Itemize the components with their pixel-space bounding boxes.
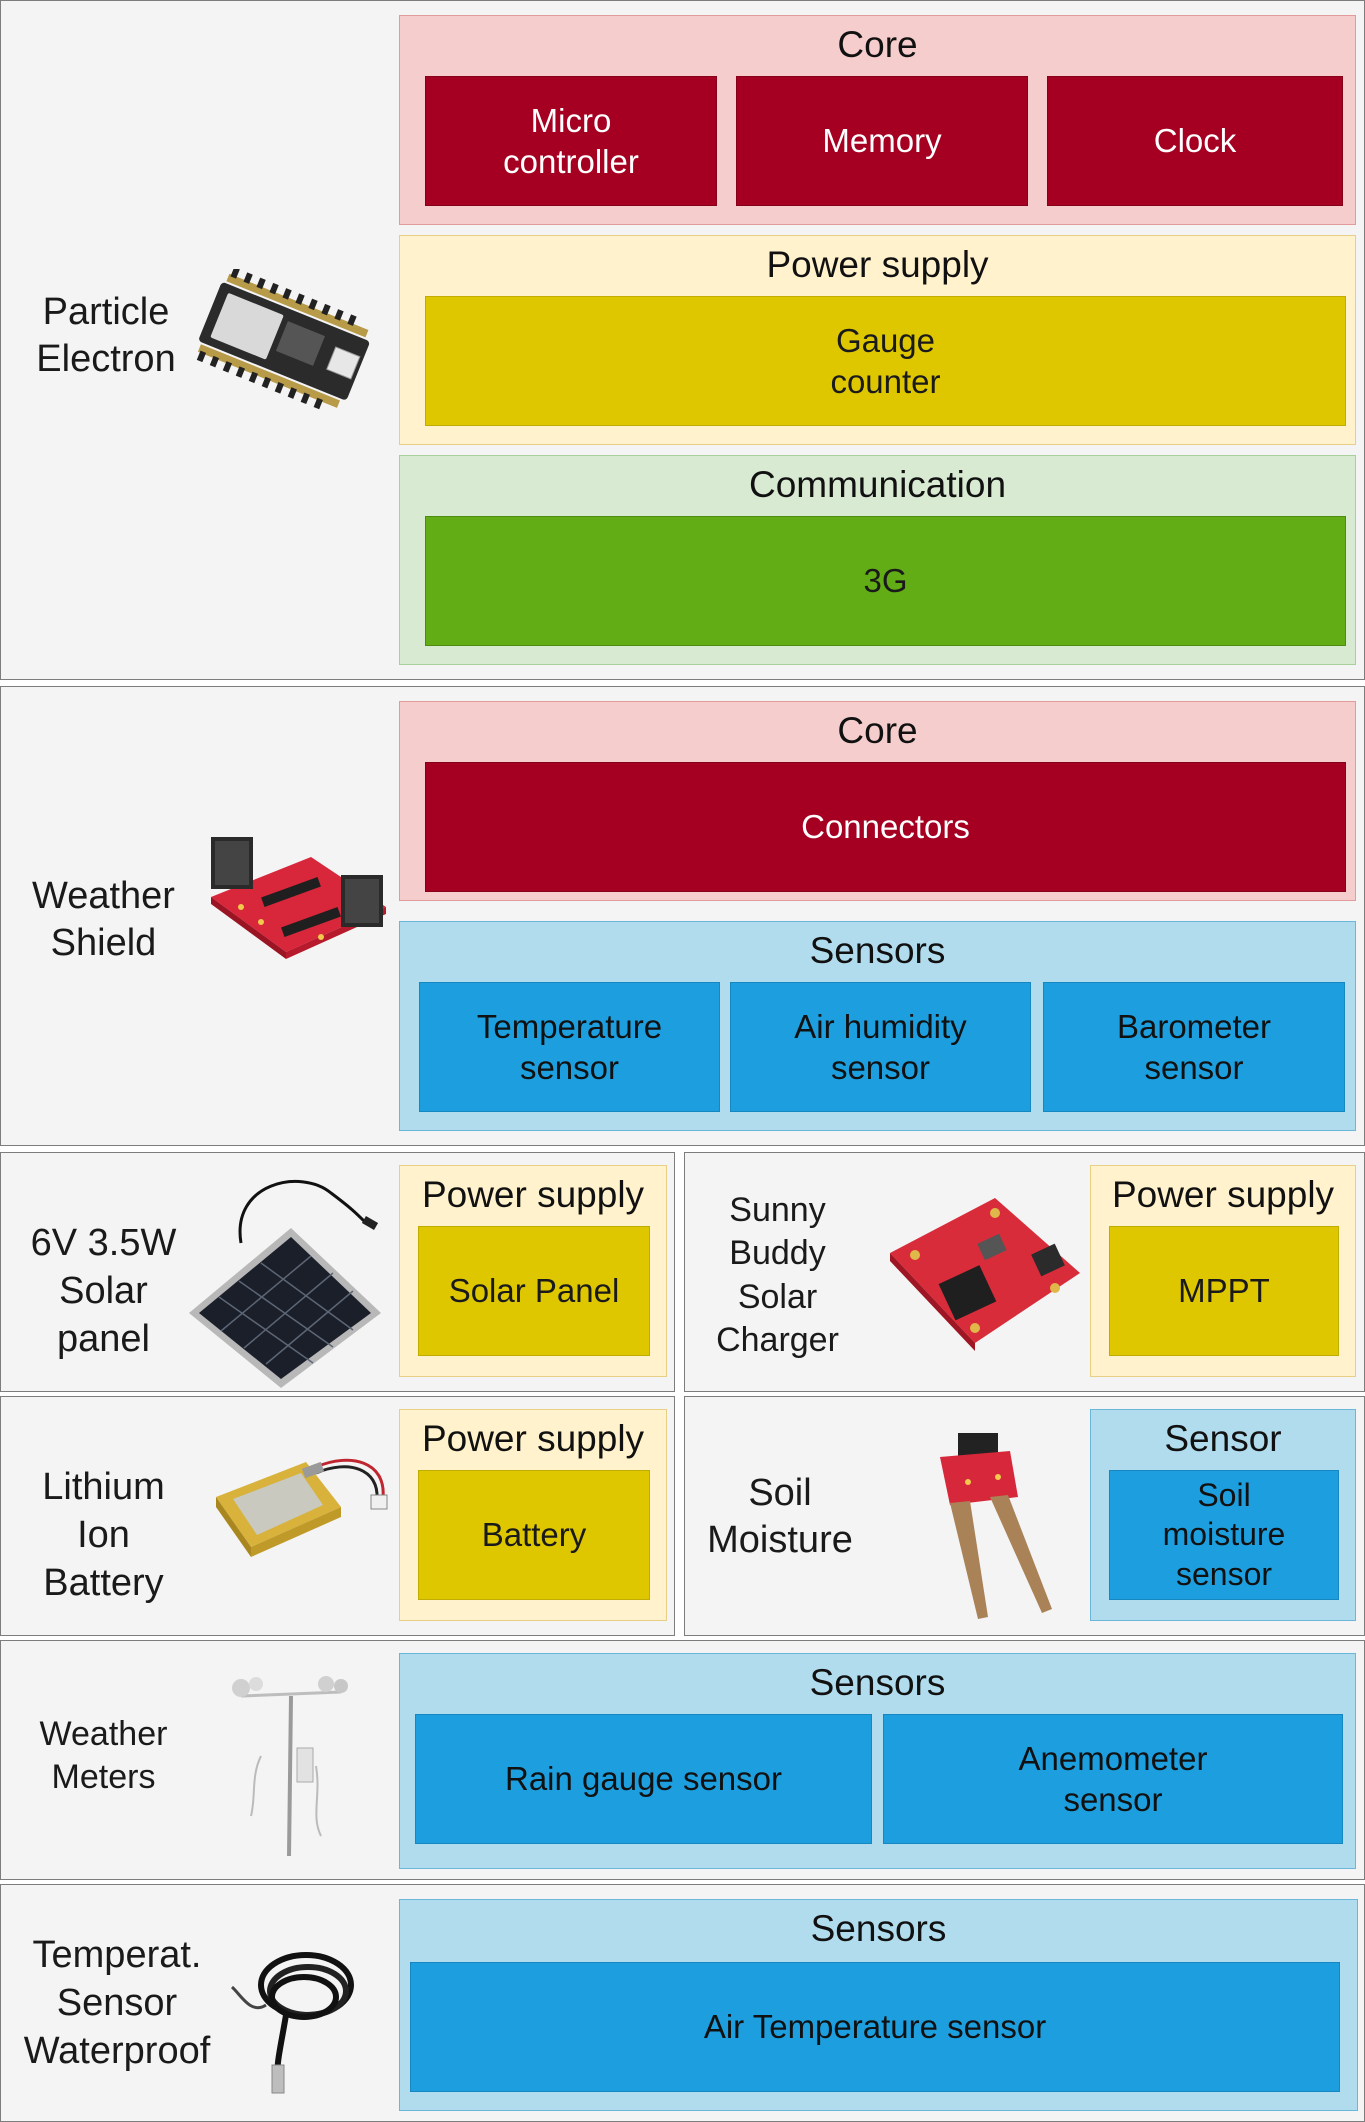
weather-shield-board-icon [211,837,386,959]
core-group-title: Core [837,24,918,65]
weather-shield-panel: Weather Shield Core Connectors Sensors T… [0,686,1365,1146]
rain-gauge-sensor-box: Rain gauge sensor [415,1714,872,1844]
shield-core-group: Core Connectors [399,701,1356,901]
communication-group-title: Communication [748,464,1007,505]
sunny-buddy-board-icon [890,1198,1080,1351]
weather-meters-sensors-title: Sensors [809,1662,946,1703]
3g-box: 3G [425,516,1346,646]
weather-meters-label: Weather Meters [39,1714,168,1796]
clock-box: Clock [1047,76,1343,206]
sunny-buddy-power-supply-group: Power supply MPPT [1090,1165,1356,1377]
soil-moisture-panel: Soil Moisture Sensor Soil moisture senso… [684,1396,1365,1636]
solar-panel-icon [189,1179,381,1388]
connectors-box: Connectors [425,762,1346,892]
soil-moisture-sensor-box: Soil moisture sensor [1109,1470,1339,1600]
battery-box: Battery [418,1470,650,1600]
sunny-buddy-power-supply-title: Power supply [1111,1174,1335,1215]
solar-panel-label: 6V 3.5W Solar panel [30,1221,177,1361]
soil-sensor-group-title: Sensor [1164,1418,1282,1459]
solar-power-supply-group: Power supply Solar Panel [399,1165,667,1377]
shield-sensors-group: Sensors Temperature sensor Air humidity … [399,921,1356,1131]
microcontroller-box: Micro controller [425,76,717,206]
temperature-sensor-panel: Temperat. Sensor Waterproof Sensors Air … [0,1884,1365,2122]
air-temperature-sensor-box: Air Temperature sensor [410,1962,1340,2092]
temperature-sensor-label: Temperat. Sensor Waterproof [23,1933,211,2073]
soil-moisture-probe-icon [940,1433,1052,1619]
barometer-sensor-box: Barometer sensor [1043,982,1345,1112]
memory-box: Memory [736,76,1028,206]
shield-core-group-title: Core [837,710,918,751]
mppt-box: MPPT [1109,1226,1339,1356]
air-humidity-sensor-box: Air humidity sensor [730,982,1031,1112]
particle-electron-label: Particle Electron [36,290,176,381]
anemometer-sensor-box: Anemometer sensor [883,1714,1343,1844]
weather-meters-panel: Weather Meters Sensors Rain gauge sensor… [0,1640,1365,1880]
soil-moisture-label: Soil Moisture [707,1471,853,1562]
solar-panel-panel: 6V 3.5W Solar panel Power supply Solar P… [0,1152,675,1392]
weather-shield-label: Weather Shield [32,874,175,965]
waterproof-temperature-probe-icon [230,1952,354,2094]
temperature-sensor-box: Temperature sensor [419,982,720,1112]
lithium-battery-panel: Lithium Ion Battery Power supply Battery [0,1396,675,1636]
solar-power-supply-title: Power supply [421,1174,645,1215]
sunny-buddy-panel: Sunny Buddy Solar Charger Power supply M… [684,1152,1365,1392]
weather-meters-sensors-group: Sensors Rain gauge sensor Anemometer sen… [399,1653,1356,1869]
core-group: Core Micro controller Memory Clock [399,15,1356,225]
soil-sensor-group: Sensor Soil moisture sensor [1090,1409,1356,1621]
lipo-battery-icon [216,1458,388,1557]
communication-group: Communication 3G [399,455,1356,665]
power-supply-group: Power supply Gauge counter [399,235,1356,445]
battery-power-supply-title: Power supply [421,1418,645,1459]
particle-electron-panel: Particle Electron Core Micro controller … [0,0,1365,680]
gauge-counter-box: Gauge counter [425,296,1346,426]
sunny-buddy-label: Sunny Buddy Solar Charger [716,1191,839,1359]
temperature-sensors-group: Sensors Air Temperature sensor [399,1899,1358,2111]
weather-meters-icon [232,1676,348,1857]
particle-electron-board-icon [196,269,370,410]
shield-sensors-group-title: Sensors [809,930,946,971]
solar-panel-box: Solar Panel [418,1226,650,1356]
power-supply-group-title: Power supply [766,244,989,285]
lithium-battery-label: Lithium Ion Battery [42,1465,165,1605]
temperature-sensors-title: Sensors [810,1908,947,1949]
battery-power-supply-group: Power supply Battery [399,1409,667,1621]
